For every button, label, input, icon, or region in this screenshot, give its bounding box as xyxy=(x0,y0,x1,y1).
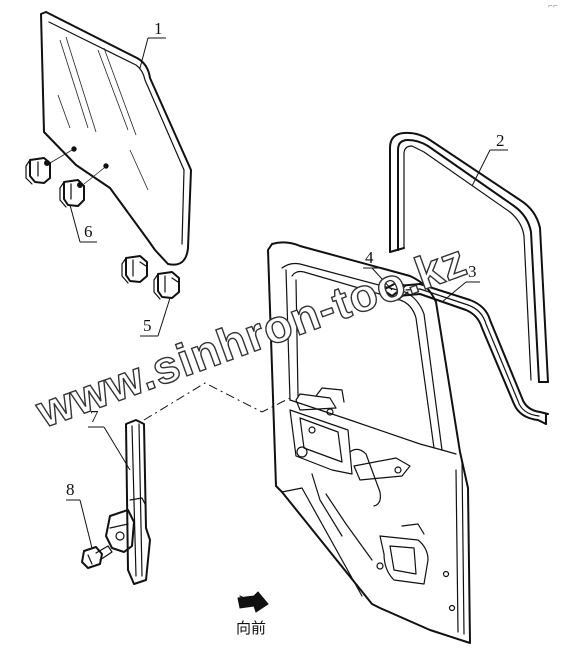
callout-2: 2 xyxy=(496,131,505,150)
door-panel xyxy=(267,241,471,644)
glass-clip-pair-5a xyxy=(121,255,148,284)
callout-8: 8 xyxy=(66,480,75,499)
callout-1: 1 xyxy=(154,19,163,38)
direction-label: 向前 xyxy=(236,619,266,637)
leader-lines xyxy=(66,37,508,549)
door-glass xyxy=(40,11,192,266)
run-channel xyxy=(397,283,549,425)
callout-5: 5 xyxy=(143,316,152,335)
callout-3: 3 xyxy=(468,262,477,281)
callout-4: 4 xyxy=(365,248,374,267)
glass-clip-lower xyxy=(59,163,109,208)
callout-7: 7 xyxy=(90,407,99,426)
watermark: www.sinhron-too.kz xyxy=(29,234,474,438)
glass-clip-upper xyxy=(25,146,77,185)
assembly-line xyxy=(143,382,291,421)
forward-arrow-icon xyxy=(237,591,269,613)
glass-clip-pair-5b xyxy=(153,271,180,300)
window-regulator xyxy=(105,419,151,585)
corner-mark: ⌐⌐ xyxy=(548,3,558,10)
door-frame-seal xyxy=(389,131,549,383)
callout-6: 6 xyxy=(84,222,93,241)
mounting-bolt xyxy=(81,545,113,569)
